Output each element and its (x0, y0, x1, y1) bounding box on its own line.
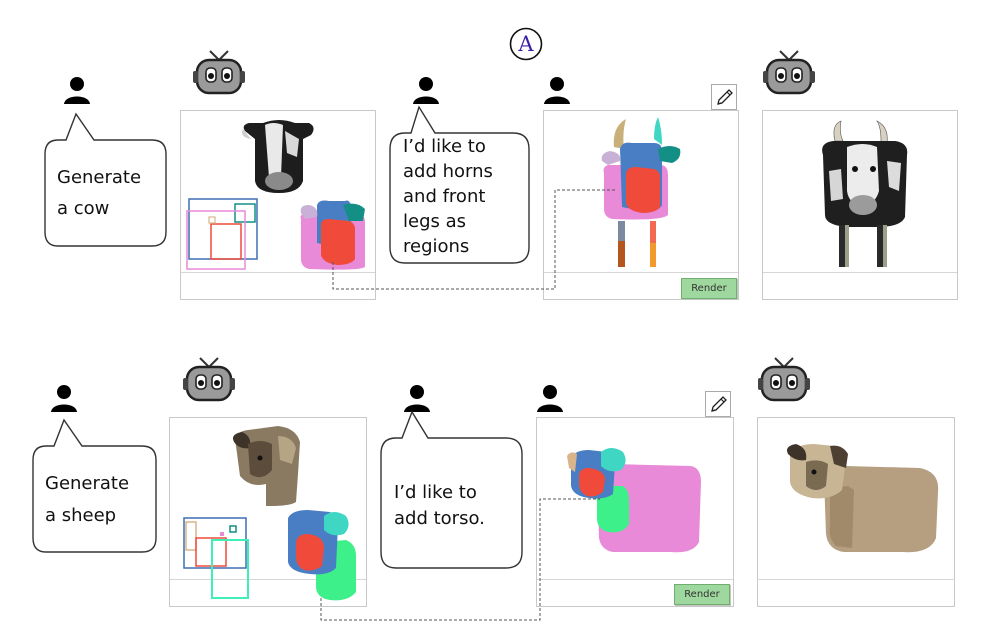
user-icon (544, 77, 570, 104)
speech-bubble (389, 105, 530, 264)
generated-panel-sheep (169, 417, 367, 607)
user-icon (51, 385, 77, 412)
bubble-line: Generate (45, 473, 130, 494)
sheep-region-mask-edited (567, 448, 701, 553)
bubble-line: Generate (57, 167, 142, 188)
edit-panel-sheep: Render (536, 417, 734, 607)
robot-icon (193, 50, 245, 95)
speech-bubble (380, 410, 523, 569)
pencil-icon (717, 89, 733, 105)
bubble-line: regions (403, 236, 470, 257)
robot-icon (758, 357, 810, 402)
bubble-line: a cow (57, 198, 110, 219)
cow-head-image (242, 120, 314, 193)
cow-region-mask (300, 200, 365, 270)
bubble-line: a sheep (45, 505, 117, 526)
edit-button[interactable] (711, 84, 737, 110)
cow-region-mask-edited (601, 117, 681, 267)
render-button[interactable]: Render (681, 278, 737, 299)
sheep-head-image (233, 426, 300, 506)
robot-icon (763, 50, 815, 95)
panel-footer (763, 272, 957, 299)
bubble-line: and front (403, 186, 486, 207)
user-icon (413, 77, 439, 104)
pencil-icon (711, 396, 727, 412)
bubble-line: I’d like to (394, 482, 477, 503)
render-result-cow (762, 110, 958, 300)
panel-footer (181, 272, 375, 299)
panel-footer (170, 579, 366, 606)
bubble-line: add torso. (394, 508, 485, 529)
user-icon (404, 385, 430, 412)
bubble-line: legs as (403, 211, 467, 232)
edit-button[interactable] (705, 391, 731, 417)
edit-panel-cow: Render (543, 110, 739, 300)
robot-icon (183, 357, 235, 402)
user-icon (537, 385, 563, 412)
logo-badge-icon: A (509, 27, 543, 61)
render-result-sheep (757, 417, 955, 607)
render-button[interactable]: Render (674, 584, 730, 605)
bubble-line: add horns (403, 161, 493, 182)
sheep-region-mask (288, 510, 356, 601)
panel-footer (537, 579, 733, 606)
bubble-line: I’d like to (403, 136, 486, 157)
generated-panel-cow (180, 110, 376, 300)
panel-footer (544, 272, 738, 299)
sheep-rendered-image (787, 444, 939, 553)
logo-badge-glyph: A (517, 32, 534, 56)
speech-bubble (32, 418, 157, 553)
layout-boxes (186, 198, 258, 270)
user-icon (64, 77, 90, 104)
cow-rendered-image (822, 120, 908, 267)
panel-footer (758, 579, 954, 606)
speech-bubble (44, 112, 167, 247)
layout-boxes (183, 517, 249, 599)
